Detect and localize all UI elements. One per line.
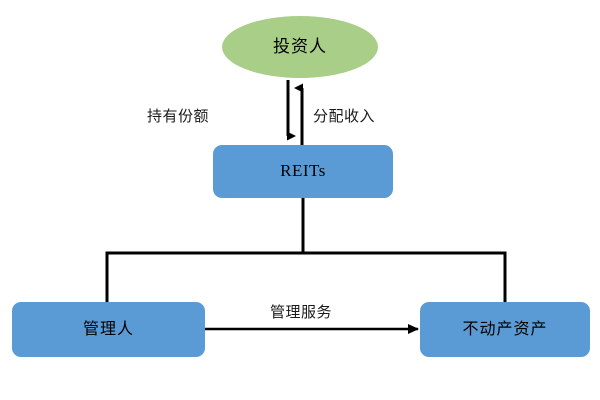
edge-reits-branch — [105, 196, 507, 304]
edge-label-hold-shares: 持有份额 — [147, 109, 210, 125]
node-assets[interactable]: 不动产资产 — [420, 302, 590, 357]
node-manager[interactable]: 管理人 — [12, 302, 205, 357]
node-investor[interactable]: 投资人 — [222, 16, 378, 78]
node-reits-label: REITs — [280, 161, 326, 181]
node-manager-label: 管理人 — [82, 320, 134, 338]
node-investor-label: 投资人 — [273, 36, 327, 56]
node-assets-label: 不动产资产 — [462, 320, 548, 338]
edge-label-distribute-income: 分配收入 — [313, 109, 376, 125]
node-reits[interactable]: REITs — [213, 145, 393, 198]
edge-label-management-service: 管理服务 — [270, 305, 333, 321]
